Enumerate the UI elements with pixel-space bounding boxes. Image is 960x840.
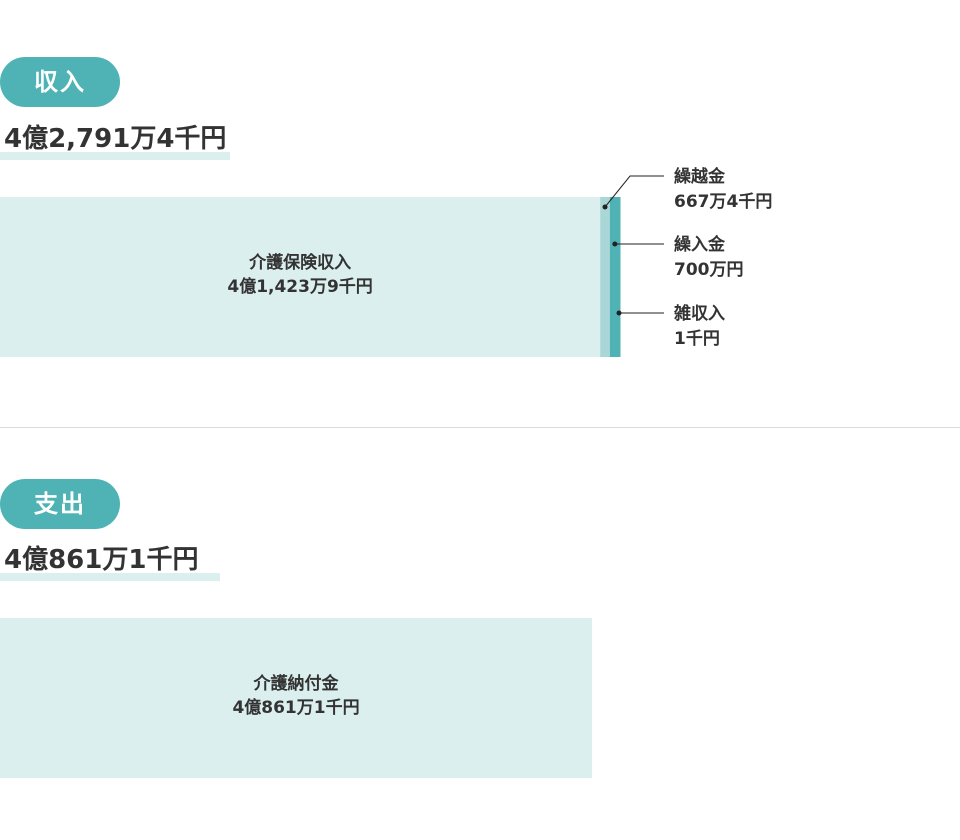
expense-section-badge: 支出 bbox=[0, 479, 120, 529]
segment-value: 1千円 bbox=[674, 329, 720, 349]
misc-dot bbox=[616, 310, 622, 316]
segment-name: 繰越金 bbox=[674, 167, 725, 187]
transfer-dot bbox=[612, 241, 618, 247]
carryover-leader bbox=[604, 175, 664, 208]
expense-main-segment-label: 介護納付金 4億861万1千円 bbox=[0, 672, 592, 720]
segment-name: 介護納付金 bbox=[253, 674, 339, 694]
income-main-segment-label: 介護保険収入 4億1,423万9千円 bbox=[0, 251, 600, 299]
expense-total-underline bbox=[0, 573, 220, 581]
income-segment-misc bbox=[619, 197, 621, 357]
carryover-label: 繰越金 667万4千円 bbox=[674, 165, 772, 215]
income-section-badge: 収入 bbox=[0, 57, 120, 107]
misc-income-label: 雑収入 1千円 bbox=[674, 302, 725, 352]
segment-name: 雑収入 bbox=[674, 304, 725, 324]
segment-value: 700万円 bbox=[674, 260, 744, 280]
income-segment-insurance bbox=[0, 197, 601, 357]
income-segment-carryover bbox=[600, 197, 610, 357]
segment-value: 667万4千円 bbox=[674, 192, 773, 212]
segment-value: 4億1,423万9千円 bbox=[227, 277, 373, 297]
segment-name: 繰入金 bbox=[674, 235, 725, 255]
section-divider bbox=[0, 427, 960, 428]
transfer-in-label: 繰入金 700万円 bbox=[674, 233, 744, 283]
segment-name: 介護保険収入 bbox=[249, 253, 352, 273]
carryover-dot bbox=[602, 204, 608, 210]
expense-total: 4億861万1千円 bbox=[4, 545, 199, 575]
segment-value: 4億861万1千円 bbox=[232, 698, 360, 718]
income-total: 4億2,791万4千円 bbox=[4, 124, 227, 154]
expense-segment-payment bbox=[0, 618, 593, 778]
income-segment-transfer bbox=[609, 197, 620, 357]
income-total-underline bbox=[0, 152, 230, 160]
